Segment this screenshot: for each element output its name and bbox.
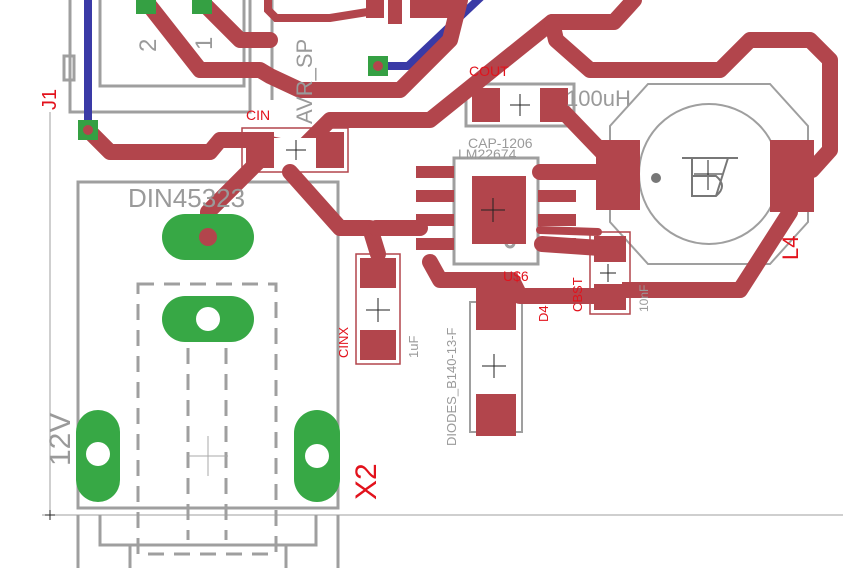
trace-header-pin — [192, 0, 278, 48]
d4-pad-top — [476, 288, 516, 330]
label-l4: L4 — [778, 236, 803, 260]
label-pin1: 1 — [191, 37, 218, 50]
label-din: DIN45323 — [128, 183, 245, 213]
label-lm: LM22674 — [458, 146, 517, 162]
jack-x2-inner-dashed — [136, 282, 278, 556]
label-cout-value: 100uH — [566, 86, 631, 111]
cin-pad-left — [246, 132, 274, 168]
ic-pin-l2 — [416, 190, 454, 202]
ic-pin-l4 — [416, 238, 454, 250]
trace-cin-to-cinx — [282, 164, 386, 262]
thin-traces — [264, 0, 602, 236]
label-j1: J1 — [39, 89, 61, 110]
ic-pin-l3 — [416, 214, 454, 226]
inductor-glyph — [682, 157, 738, 197]
cross-ic — [481, 198, 505, 222]
label-cinx: CINX — [336, 327, 351, 358]
cross-cinx — [366, 298, 390, 322]
trace-ic-bottom — [422, 254, 612, 304]
cross-d4 — [482, 354, 506, 378]
header-pad-pin2 — [136, 0, 156, 14]
inductor-pin1-dot — [651, 173, 661, 183]
jack-pad-right-drill — [305, 444, 329, 468]
label-cout-package: CAP-1206 — [468, 135, 533, 151]
jack-x2-bottom — [76, 515, 340, 568]
jack-pad-mid-drill — [196, 307, 220, 331]
trace-cbst-thin — [536, 226, 602, 236]
thru-hole-pads — [76, 0, 388, 502]
component-labels: J1 2 1 AVR_SP COUT 100uH CAP-1206 CIN LM… — [39, 37, 803, 500]
label-cinx-value: 1uF — [406, 336, 421, 358]
trace-l4-top — [544, 14, 838, 178]
inductor-marking — [651, 157, 738, 197]
label-us6: U$6 — [503, 268, 529, 284]
jack-pad-top-drill — [199, 228, 217, 246]
header-pad-a — [410, 0, 460, 18]
origin-crosses — [45, 94, 722, 520]
component-bodies — [274, 94, 622, 392]
trace-header-top — [137, 0, 468, 98]
via-avr-drill — [373, 61, 383, 71]
label-cbst-value: 10nF — [637, 285, 651, 312]
d4-body — [478, 332, 514, 392]
ic-lm-outline — [452, 156, 540, 266]
cout-pad-left — [472, 88, 500, 122]
cap-cbst-outline — [589, 231, 631, 315]
jack-pad-left-drill — [86, 442, 110, 466]
label-avr-sp: AVR_SP — [292, 39, 317, 124]
jack-x2-outline — [76, 180, 340, 510]
ic-pin-r3 — [538, 214, 576, 226]
cinx-pad-top — [360, 258, 396, 288]
cross-cbst — [600, 264, 616, 282]
cbst-pad-bottom — [594, 284, 626, 310]
ic-pin-r1 — [538, 166, 576, 178]
ic-pin-r4 — [538, 238, 576, 250]
cinx-pad-bottom — [360, 330, 396, 360]
cout-pad-right — [540, 88, 568, 122]
ic-pin-r2 — [538, 190, 576, 202]
cin-pad-right — [316, 132, 344, 168]
cbst-pad-top — [594, 236, 626, 262]
label-cin: CIN — [246, 107, 270, 123]
header-j1-latch — [62, 54, 76, 82]
ic-pin-l1 — [416, 166, 454, 178]
d4-pad-bottom — [476, 394, 516, 436]
trace-cbst-to-l4 — [612, 204, 798, 298]
label-pin2: 2 — [135, 39, 162, 52]
l4-pad-right — [770, 140, 814, 212]
trace-header-bus — [264, 0, 384, 22]
smd-pads — [246, 0, 814, 436]
l4-pad-left — [596, 140, 640, 210]
label-cout: COUT — [469, 63, 509, 79]
header-pad-pin1 — [192, 0, 212, 14]
cross-cout — [510, 94, 530, 116]
label-d4: D4 — [536, 305, 551, 322]
cross-jack — [188, 436, 228, 476]
header-pad-b — [366, 0, 384, 18]
cross-origin — [45, 510, 55, 520]
label-cbst: CBST — [570, 277, 585, 312]
cross-cin — [286, 140, 306, 160]
label-x2: X2 — [350, 463, 383, 500]
via-j1-drill — [83, 125, 93, 135]
header-pad-c — [388, 0, 402, 24]
label-12v: 12V — [44, 413, 77, 466]
label-diode: DIODES_B140-13-F — [444, 327, 459, 446]
cap-cout-outline — [464, 82, 576, 128]
